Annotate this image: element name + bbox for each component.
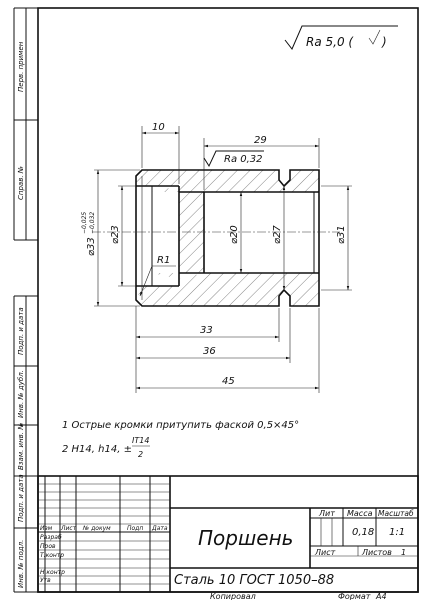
dim-dia-33: ⌀33 bbox=[86, 237, 97, 256]
footer-kopiroval: Копировал bbox=[210, 592, 256, 600]
listov-value: 1 bbox=[401, 548, 406, 557]
hdr-podp: Подп bbox=[127, 525, 143, 532]
hdr-dokum: № докум bbox=[82, 525, 111, 532]
dim-33: 33 bbox=[200, 325, 213, 336]
row-utv: Утв bbox=[40, 577, 51, 584]
row-prov: Пров bbox=[40, 543, 56, 550]
side-label-inv-dubl: Инв. № дубл. bbox=[17, 370, 25, 418]
hdr-masshtab: Масштаб bbox=[378, 509, 414, 518]
part-outline bbox=[135, 169, 320, 307]
dim-dia-27: ⌀27 bbox=[272, 225, 283, 244]
dim-r1: R1 bbox=[157, 255, 170, 266]
dimensions: 10 29 Ra 0,32 33 36 45 ⌀33 −0,025 −0,032 bbox=[81, 122, 352, 393]
row-razrab: Разраб bbox=[40, 534, 62, 541]
hdr-data: Дата bbox=[151, 525, 168, 532]
title-block: Изм Лист № докум Подп Дата Разраб Пров Т… bbox=[37, 475, 419, 593]
part-material: Сталь 10 ГОСТ 1050–88 bbox=[174, 573, 334, 588]
note-2-numerator: IT14 bbox=[132, 436, 149, 445]
dim-dia-31: ⌀31 bbox=[336, 225, 347, 244]
hdr-list: Лист bbox=[60, 525, 77, 532]
masshtab-value: 1:1 bbox=[389, 527, 405, 538]
massa-value: 0,18 bbox=[352, 527, 374, 538]
footer-format: Формат bbox=[338, 592, 371, 600]
general-roughness-text: Ra 5,0 ( bbox=[306, 35, 354, 49]
dim-45: 45 bbox=[222, 376, 235, 387]
part-name: Поршень bbox=[198, 526, 293, 550]
side-label-inv-podl: Инв. № подл. bbox=[17, 540, 25, 588]
dim-dia-33-upper-tol: −0,025 bbox=[81, 212, 88, 234]
side-label-podp-data-1: Подп. и дата bbox=[17, 307, 25, 355]
side-label-vzam-inv: Взам. инв. № bbox=[17, 422, 25, 470]
part-section bbox=[92, 169, 340, 307]
hdr-list-right: Лист bbox=[314, 548, 336, 557]
footer-format-value: А4 bbox=[375, 592, 387, 600]
note-2-denominator: 2 bbox=[138, 450, 143, 459]
dim-36: 36 bbox=[203, 346, 216, 357]
dim-29: 29 bbox=[254, 135, 267, 146]
dim-dia-33-lower-tol: −0,032 bbox=[89, 212, 96, 234]
surface-roughness-text: Ra 0,32 bbox=[224, 154, 263, 165]
technical-notes: 1 Острые кромки притупить фаской 0,5×45°… bbox=[62, 420, 299, 459]
svg-text:): ) bbox=[381, 35, 387, 49]
dim-dia-20: ⌀20 bbox=[229, 225, 240, 244]
side-label-sprav-no: Справ. № bbox=[17, 166, 25, 200]
side-strip: Перв. примен Справ. № Подп. и дата Инв. … bbox=[13, 7, 38, 593]
hdr-listov: Листов bbox=[361, 548, 392, 557]
hdr-lit: Лит bbox=[318, 509, 335, 518]
row-tkontr: Т.контр bbox=[40, 552, 64, 559]
side-label-podp-data-2: Подп. и дата bbox=[17, 474, 25, 522]
hdr-massa: Масса bbox=[347, 509, 373, 518]
dim-dia-23: ⌀23 bbox=[110, 225, 121, 244]
note-1: 1 Острые кромки притупить фаской 0,5×45° bbox=[62, 420, 299, 431]
row-nkontr: Н.контр bbox=[40, 569, 65, 576]
dim-10: 10 bbox=[152, 122, 165, 133]
note-2: 2 H14, h14, ± bbox=[62, 444, 132, 455]
roughness-check-icon bbox=[368, 29, 381, 45]
side-label-perv-primen: Перв. примен bbox=[17, 41, 25, 92]
hatch-bottom bbox=[136, 273, 319, 306]
hdr-izm: Изм bbox=[40, 525, 53, 532]
general-roughness: Ra 5,0 ( ) bbox=[284, 25, 398, 50]
hatch-top bbox=[136, 170, 319, 192]
hatch-mid-left bbox=[152, 186, 204, 279]
